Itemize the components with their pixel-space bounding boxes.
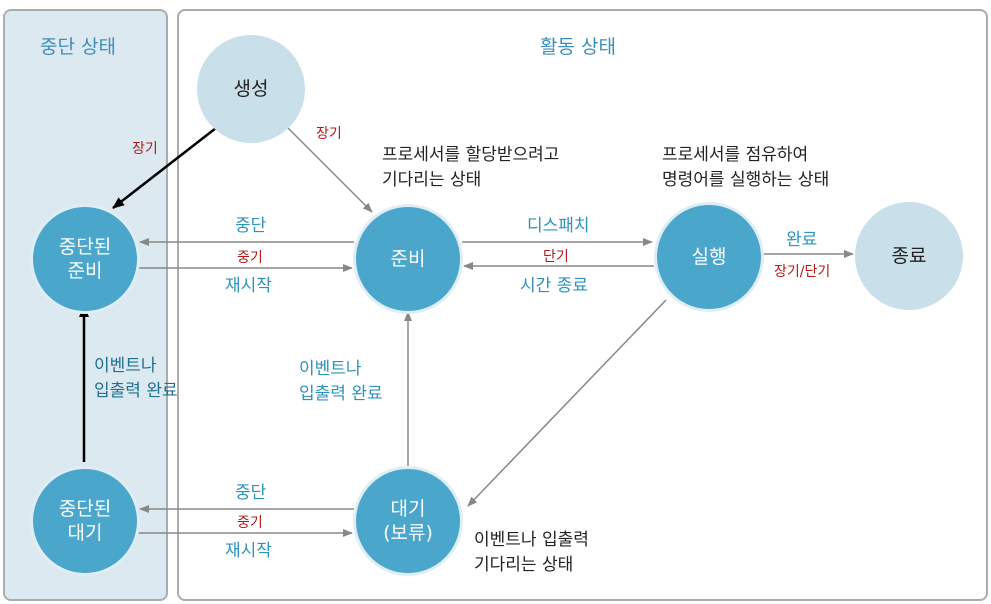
label-event-io-complete-suspended: 이벤트나 입출력 완료	[94, 356, 178, 401]
node-running: 실행	[654, 202, 764, 312]
arrow-running-to-blocked	[467, 299, 667, 507]
node-suspended-blocked: 중단된 대기	[30, 466, 140, 576]
node-exit: 종료	[855, 202, 963, 310]
node-blocked: 대기 (보류)	[353, 466, 463, 576]
arrow-create-to-suspended-ready	[112, 127, 217, 209]
label-timeout: 시간 종료	[520, 276, 588, 296]
node-create: 생성	[197, 35, 305, 143]
arrow-create-to-ready	[287, 127, 373, 213]
suspended-state-title: 중단 상태	[40, 36, 116, 58]
description-blocked: 이벤트나 입출력 기다리는 상태	[474, 530, 589, 575]
label-event-io-complete-blocked: 이벤트나 입출력 완료	[299, 359, 383, 404]
label-blocked-to-suspended-blocked: 중단	[235, 483, 267, 503]
label-create-to-ready: 장기	[316, 126, 342, 142]
label-suspended-blocked-to-blocked: 재시작	[225, 541, 272, 561]
label-dispatch: 디스패치	[527, 216, 590, 236]
description-ready: 프로세서를 할당받으려고 기다리는 상태	[382, 145, 560, 190]
label-create-to-suspended-ready: 장기	[132, 141, 158, 157]
active-state-panel	[177, 9, 988, 601]
label-complete-term: 장기/단기	[774, 264, 831, 280]
label-complete: 완료	[786, 230, 818, 250]
description-running: 프로세서를 점유하여 명령어를 실행하는 상태	[662, 145, 830, 190]
label-dispatch-short: 단기	[543, 249, 569, 265]
node-ready: 준비	[353, 204, 463, 314]
active-state-title: 활동 상태	[540, 36, 616, 58]
label-ready-to-suspended-ready: 중단	[235, 216, 267, 236]
label-suspended-blocked-to-blocked-mid: 중기	[237, 515, 263, 531]
node-suspended-ready: 중단된 준비	[30, 204, 140, 314]
label-suspended-ready-to-ready-mid: 중기	[237, 250, 263, 266]
label-suspended-ready-to-ready: 재시작	[225, 276, 272, 296]
